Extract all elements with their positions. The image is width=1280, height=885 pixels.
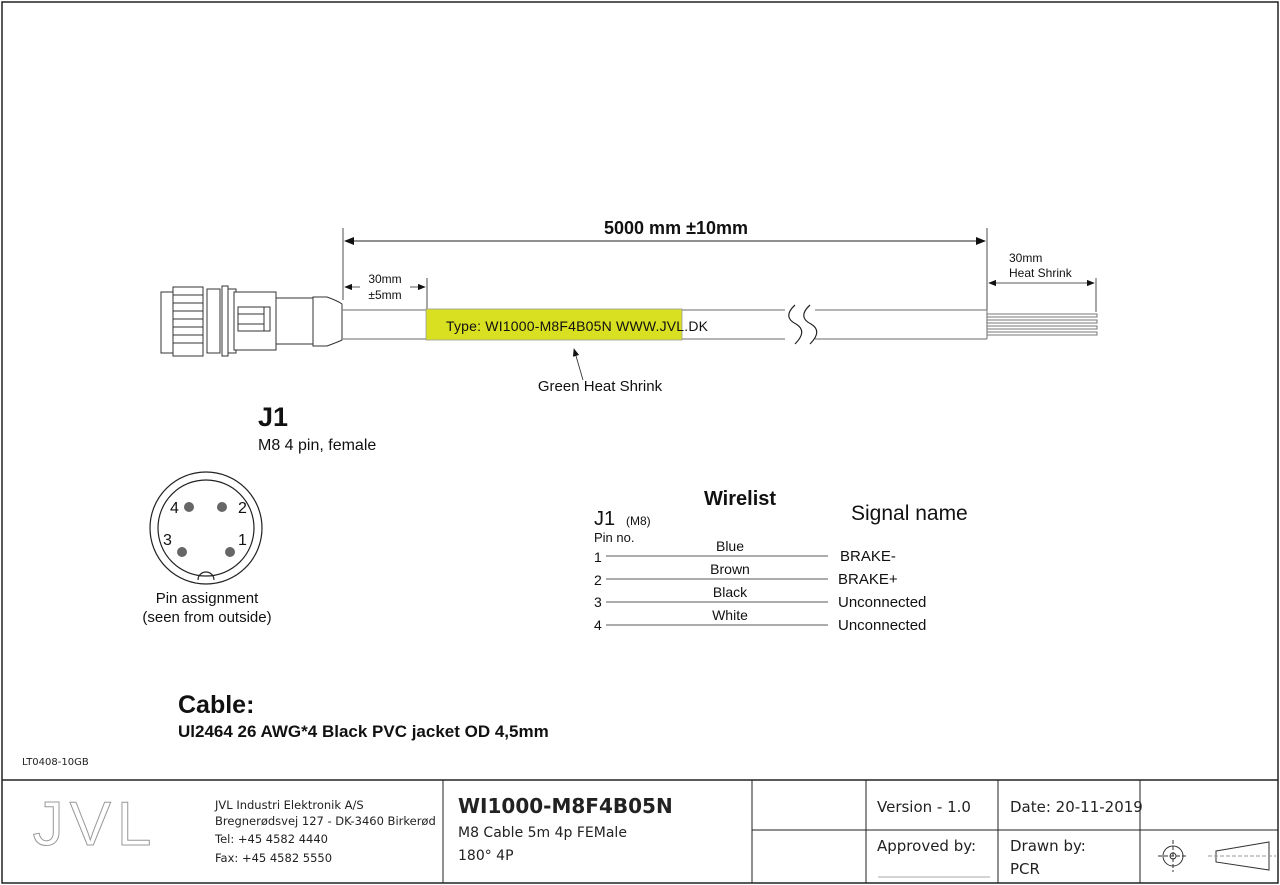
drawn-by-label: Drawn by:	[1010, 837, 1086, 855]
svg-text:Green Heat Shrink: Green Heat Shrink	[538, 378, 663, 395]
company-name: JVL Industri Elektronik A/S	[214, 798, 364, 812]
company-fax: Fax: +45 4582 5550	[215, 851, 332, 865]
svg-text:Signal name: Signal name	[851, 502, 968, 525]
pin-assignment-diagram: 2 4 3 1 Pin assignment (seen from outsid…	[142, 471, 272, 626]
wirelist-row-3: 3 Black Unconnected	[594, 584, 926, 611]
right-strip-dimension: 30mm Heat Shrink	[988, 251, 1097, 312]
document-code: LT0408-10GB	[22, 757, 89, 768]
svg-text:Brown: Brown	[710, 561, 750, 577]
svg-text:Black: Black	[713, 584, 748, 600]
part-description-2: 180° 4P	[458, 848, 514, 864]
company-address: Bregnerødsvej 127 - DK-3460 Birkerød	[215, 814, 436, 828]
svg-text:30mm: 30mm	[368, 272, 401, 286]
svg-text:2: 2	[238, 500, 247, 517]
svg-text:3: 3	[163, 532, 172, 549]
svg-text:Wirelist: Wirelist	[704, 488, 776, 510]
cable-spec: Ul2464 26 AWG*4 Black PVC jacket OD 4,5m…	[178, 722, 549, 741]
svg-text:White: White	[712, 607, 748, 623]
svg-text:JVL: JVL	[33, 790, 158, 859]
approved-by: Approved by:	[877, 837, 976, 855]
svg-text:Blue: Blue	[716, 538, 744, 554]
cable-heading: Cable:	[178, 691, 254, 719]
svg-text:(seen from outside): (seen from outside)	[142, 609, 271, 626]
svg-text:5000 mm ±10mm: 5000 mm ±10mm	[604, 218, 748, 238]
svg-text:3: 3	[594, 594, 602, 610]
svg-text:Unconnected: Unconnected	[838, 617, 926, 634]
title-block: JVL JVL Industri Elektronik A/S Bregnerø…	[2, 779, 1278, 883]
m8-connector	[160, 285, 343, 357]
svg-text:Pin no.: Pin no.	[594, 530, 634, 545]
svg-text:1: 1	[594, 549, 602, 565]
svg-text:(M8): (M8)	[626, 514, 651, 528]
svg-text:J1: J1	[594, 508, 615, 530]
version: Version - 1.0	[877, 798, 971, 816]
cable-wires	[986, 313, 1098, 336]
part-description: M8 Cable 5m 4p FEMale	[458, 825, 627, 841]
projection-symbol-icon	[1158, 840, 1276, 872]
wirelist-row-4: 4 White Unconnected	[594, 607, 926, 634]
svg-text:Unconnected: Unconnected	[838, 594, 926, 611]
svg-text:4: 4	[170, 500, 179, 517]
connector-title: J1	[258, 402, 288, 432]
svg-text:Type: WI1000-M8F4B05N WWW.JVL.: Type: WI1000-M8F4B05N WWW.JVL.DK	[446, 318, 709, 334]
svg-text:BRAKE+: BRAKE+	[838, 571, 898, 588]
jvl-logo: JVL	[32, 790, 158, 860]
drawn-by: PCR	[1010, 860, 1040, 878]
svg-text:BRAKE-: BRAKE-	[840, 548, 896, 565]
wirelist-row-1: 1 Blue BRAKE-	[594, 538, 896, 565]
length-dimension: 5000 mm ±10mm	[342, 218, 988, 310]
company-tel: Tel: +45 4582 4440	[214, 832, 328, 846]
svg-text:4: 4	[594, 617, 602, 633]
part-number: WI1000-M8F4B05N	[458, 794, 673, 818]
left-strip-dimension: 30mm ±5mm	[344, 270, 428, 310]
svg-text:2: 2	[594, 572, 602, 588]
svg-text:30mm: 30mm	[1009, 251, 1042, 265]
wirelist: Wirelist J1 (M8) Pin no. Signal name 1 B…	[594, 488, 968, 634]
svg-text:±5mm: ±5mm	[368, 288, 401, 302]
svg-text:Pin assignment: Pin assignment	[156, 590, 259, 607]
date: Date: 20-11-2019	[1010, 798, 1143, 816]
svg-text:1: 1	[238, 532, 247, 549]
wirelist-row-2: 2 Brown BRAKE+	[594, 561, 898, 588]
heat-shrink-label: Type: WI1000-M8F4B05N WWW.JVL.DK Green H…	[425, 308, 709, 395]
connector-description: M8 4 pin, female	[258, 437, 376, 454]
svg-text:Heat Shrink: Heat Shrink	[1009, 266, 1073, 280]
